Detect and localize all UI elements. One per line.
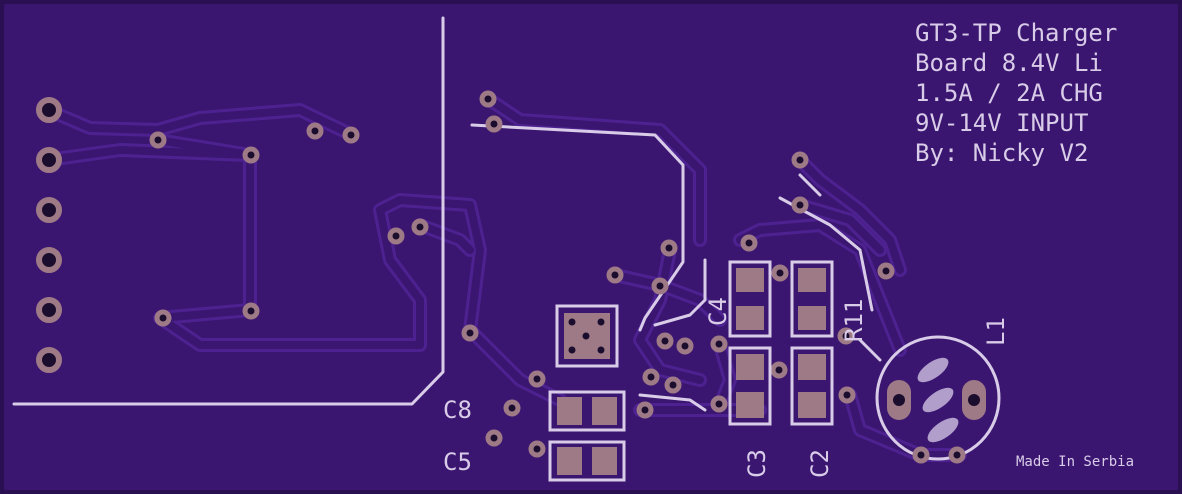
smd-c2 — [790, 346, 834, 426]
label-c3: C3 — [743, 449, 771, 478]
label-c8: C8 — [443, 396, 472, 424]
ic-footprint — [555, 304, 619, 368]
label-l1: L1 — [982, 317, 1010, 346]
title-line-2: Board 8.4V Li — [915, 49, 1103, 77]
silkscreen-lines — [12, 16, 882, 412]
title-line-4: 9V-14V INPUT — [915, 109, 1088, 137]
title-block: GT3-TP Charger Board 8.4V Li 1.5A / 2A C… — [915, 19, 1117, 167]
connector-pads — [36, 97, 62, 373]
title-line-1: GT3-TP Charger — [915, 19, 1117, 47]
title-line-5: By: Nicky V2 — [915, 139, 1088, 167]
inductor-l1 — [875, 335, 1001, 464]
label-c5: C5 — [443, 448, 472, 476]
title-line-3: 1.5A / 2A CHG — [915, 79, 1103, 107]
smd-c5 — [548, 440, 626, 482]
smd-c4 — [728, 260, 772, 338]
label-r11: R11 — [840, 299, 868, 342]
label-c2: C2 — [806, 449, 834, 478]
smd-r11 — [790, 260, 834, 338]
footer-made-in: Made In Serbia — [1016, 454, 1134, 470]
smd-c8 — [548, 390, 626, 432]
label-c4: C4 — [704, 297, 732, 326]
vias — [149, 90, 895, 458]
smd-c3 — [728, 346, 772, 426]
